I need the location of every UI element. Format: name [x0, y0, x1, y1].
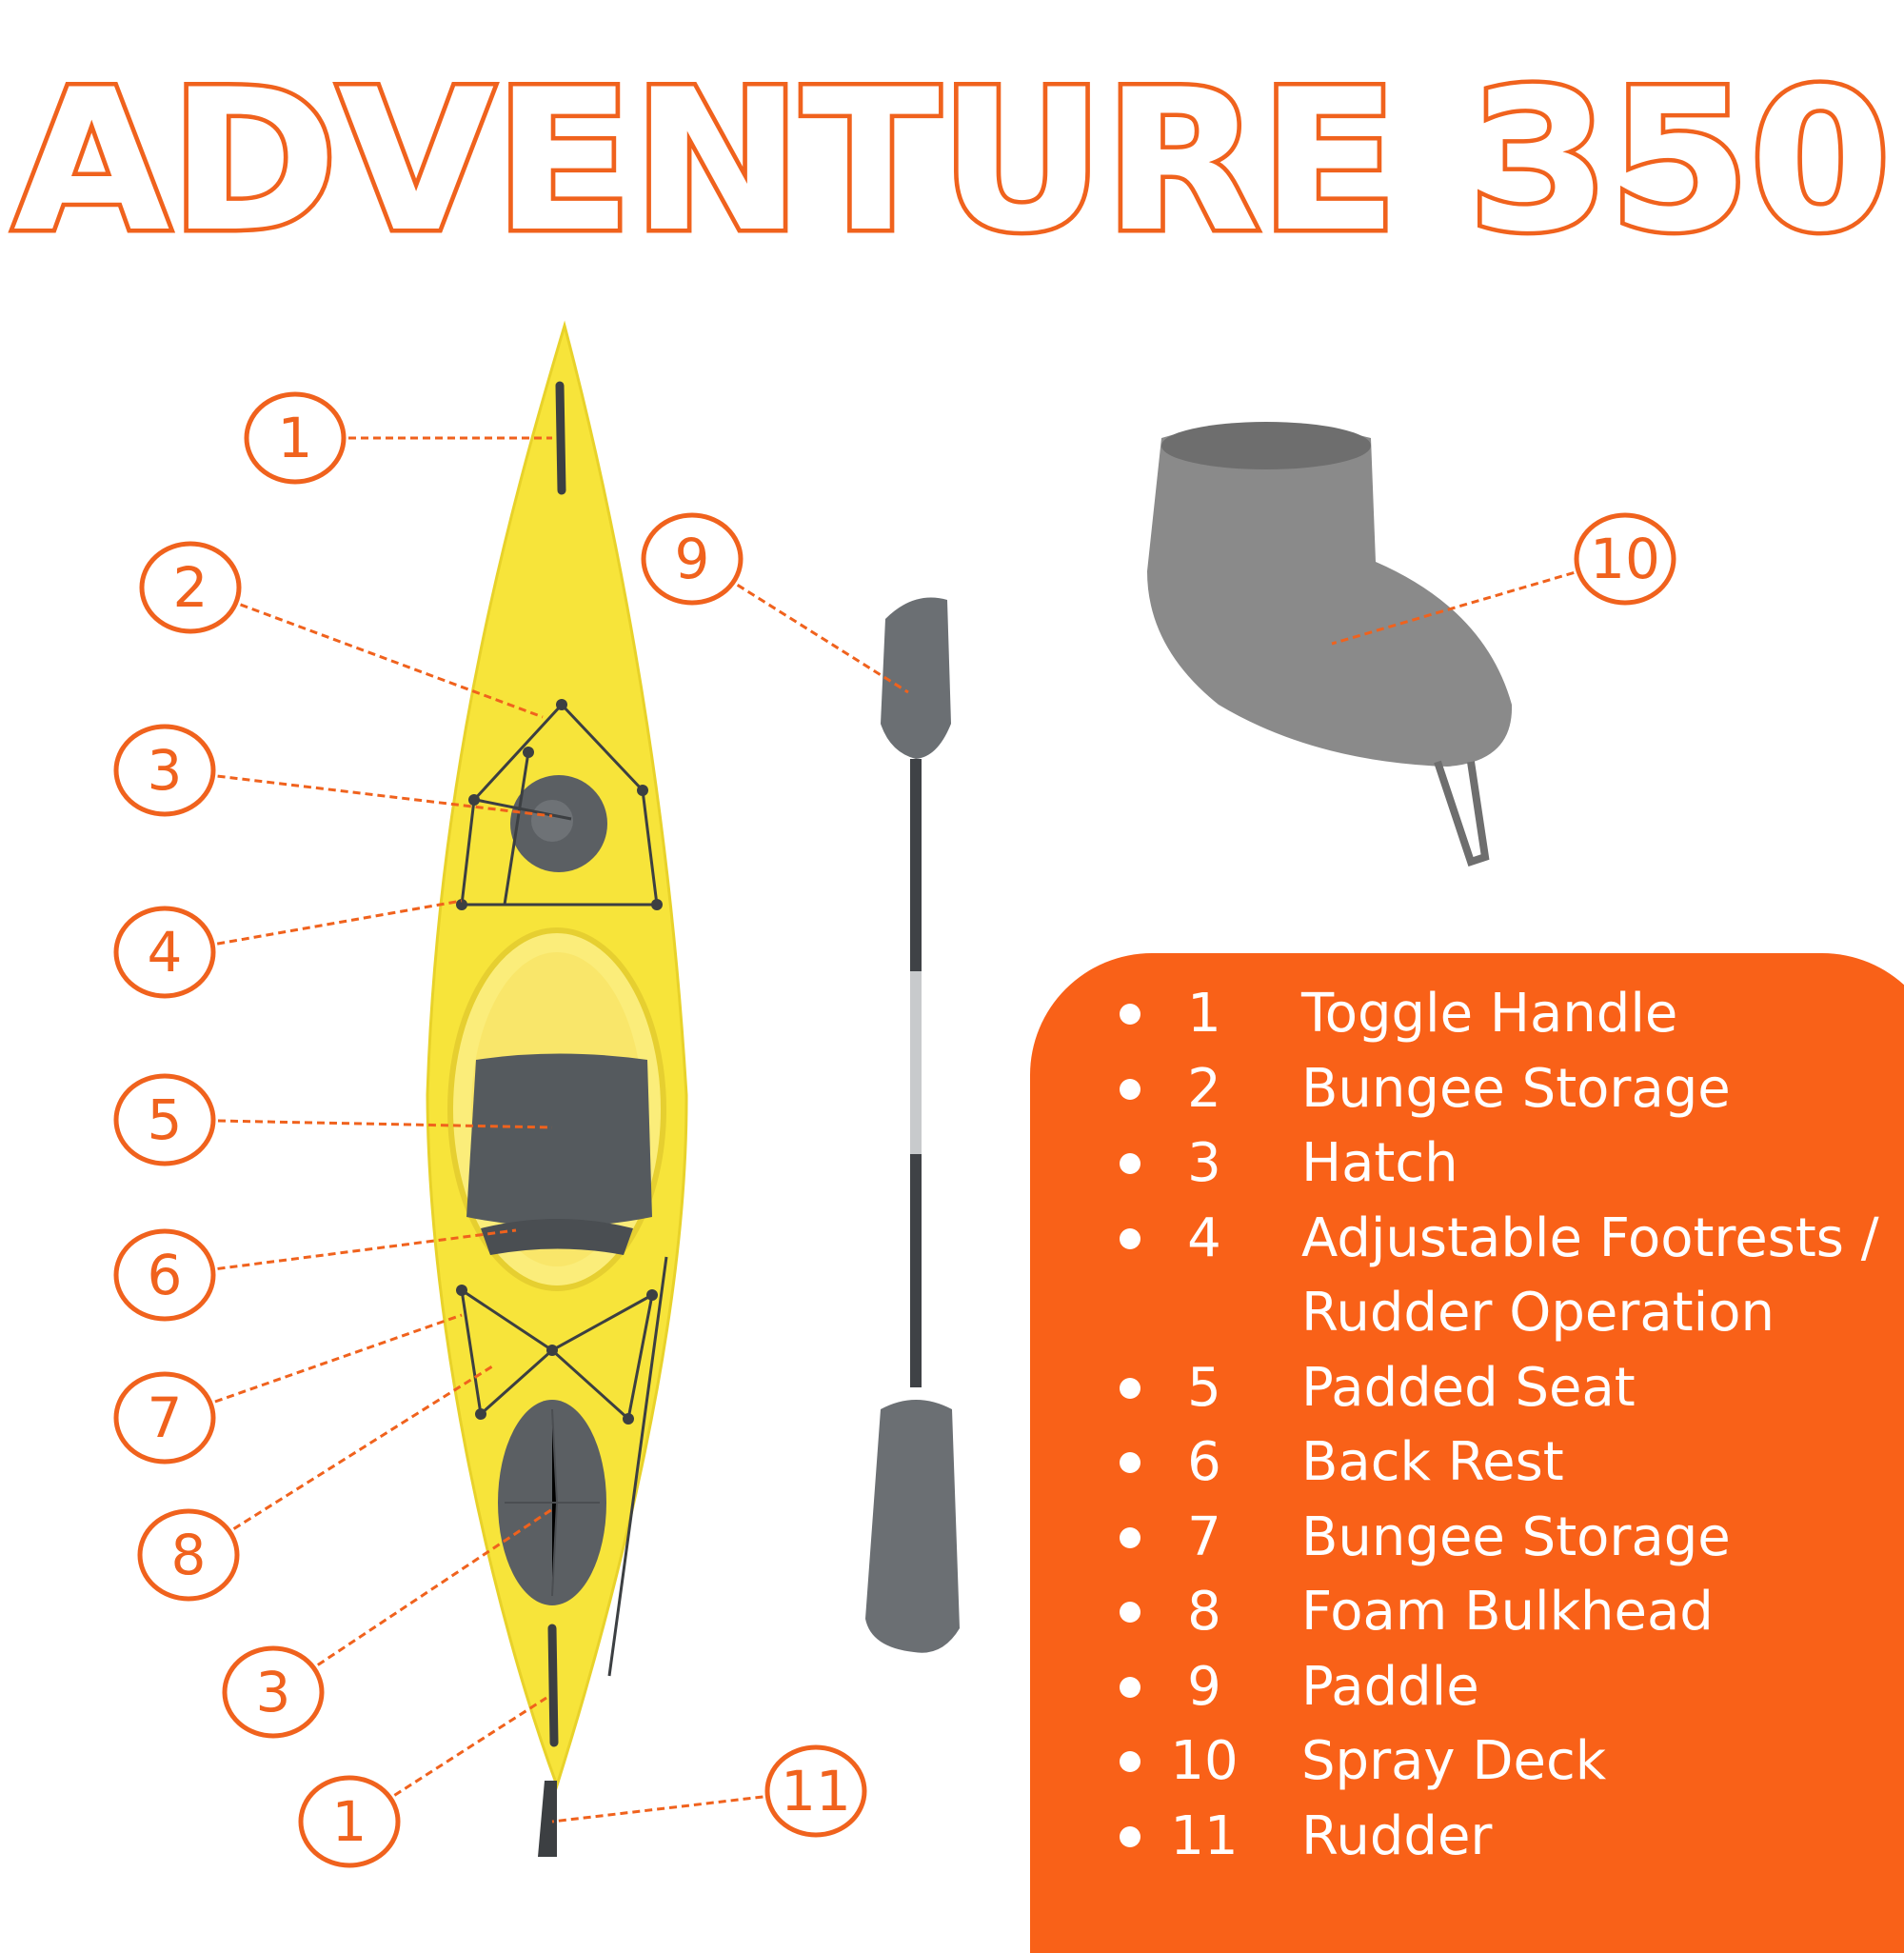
legend-item: 2 Bungee Storage — [1030, 1052, 1904, 1126]
legend-label: Foam Bulkhead — [1301, 1581, 1714, 1643]
callout-leader-line — [1331, 570, 1575, 646]
bullet-icon — [1120, 1751, 1140, 1772]
legend-label: Bungee Storage — [1301, 1505, 1731, 1568]
legend-label: Spray Deck — [1301, 1730, 1607, 1792]
callout-circle — [137, 1508, 240, 1602]
legend-number: 10 — [1170, 1730, 1239, 1792]
bullet-icon — [1120, 1377, 1140, 1399]
legend-label: Hatch — [1301, 1132, 1458, 1194]
callout-circle — [113, 1228, 216, 1322]
callout-circle — [1574, 512, 1676, 606]
callout-leader-line — [317, 1507, 553, 1666]
callout-leader-line — [240, 603, 544, 719]
callout-number: 10 — [1590, 527, 1660, 591]
legend-label: Back Rest — [1301, 1431, 1564, 1493]
legend-label: Bungee Storage — [1301, 1057, 1731, 1120]
bullet-icon — [1120, 1153, 1140, 1174]
callout-leader-line — [736, 584, 909, 694]
legend-number: 3 — [1187, 1132, 1221, 1194]
legend-item: 7 Bungee Storage — [1030, 1501, 1904, 1575]
bullet-icon — [1120, 1227, 1140, 1249]
legend-label: Toggle Handle — [1301, 983, 1678, 1045]
bullet-icon — [1120, 1004, 1140, 1025]
callout-circle — [298, 1775, 401, 1868]
kayak-image — [426, 320, 688, 1857]
callout-number: 3 — [148, 738, 183, 803]
callout-circle — [113, 1073, 216, 1166]
legend-label: Paddle — [1301, 1655, 1479, 1718]
legend-number: 9 — [1187, 1655, 1221, 1718]
callout-leader-line — [551, 1795, 764, 1823]
callout-number: 1 — [278, 406, 313, 470]
callout-leader-line — [232, 1365, 493, 1530]
callout-leader-line — [393, 1696, 547, 1797]
legend-number: 7 — [1187, 1505, 1221, 1568]
bullet-icon — [1120, 1452, 1140, 1473]
callout-number: 2 — [173, 555, 208, 620]
callout-leader-line — [217, 1228, 517, 1270]
legend-number: 6 — [1187, 1431, 1221, 1493]
legend-label: Padded Seat — [1301, 1356, 1636, 1419]
callout-number: 9 — [675, 527, 710, 591]
legend-label: Adjustable Footrests / — [1301, 1206, 1879, 1269]
title-text: ADVENTURE 350 — [13, 57, 1891, 257]
legend-item: 11 Rudder — [1030, 1800, 1904, 1874]
callout-circle — [113, 724, 216, 817]
bullet-icon — [1120, 1078, 1140, 1100]
legend-item: 8 Foam Bulkhead — [1030, 1575, 1904, 1649]
page-title: ADVENTURE 350 — [10, 57, 1895, 257]
callout-number: 5 — [148, 1087, 183, 1152]
callout-circle — [244, 391, 347, 485]
legend-item: 3 Hatch — [1030, 1126, 1904, 1201]
callout-circle — [113, 1371, 216, 1465]
callout-number: 8 — [171, 1523, 207, 1587]
bullet-icon — [1120, 1526, 1140, 1548]
legend-label: Rudder Operation — [1301, 1282, 1775, 1344]
bullet-icon — [1120, 1825, 1140, 1847]
legend-number: 5 — [1187, 1356, 1221, 1419]
callout-number: 3 — [256, 1660, 291, 1724]
callout-number: 11 — [781, 1759, 851, 1823]
callout-circle — [764, 1744, 867, 1838]
legend-item: 5 Padded Seat — [1030, 1351, 1904, 1425]
paddle-image — [865, 597, 960, 1653]
legend-item-continuation: Rudder Operation — [1030, 1276, 1904, 1350]
legend-item: 10 Spray Deck — [1030, 1724, 1904, 1799]
callout-number: 6 — [148, 1243, 183, 1307]
legend-label: Rudder — [1301, 1804, 1493, 1867]
bullet-icon — [1120, 1602, 1140, 1623]
legend-number: 4 — [1187, 1206, 1221, 1269]
callout-circle — [113, 906, 216, 999]
callout-circle — [641, 512, 744, 606]
callout-number: 4 — [148, 920, 183, 985]
legend-item: 1 Toggle Handle — [1030, 977, 1904, 1051]
spray-deck-image — [1147, 422, 1513, 867]
callout-leader-line — [216, 899, 463, 946]
callout-leader-line — [214, 1313, 463, 1404]
legend-item: 9 Paddle — [1030, 1650, 1904, 1724]
callout-leader-line — [217, 1119, 553, 1129]
legend-number: 11 — [1170, 1804, 1239, 1867]
legend-number: 1 — [1187, 983, 1221, 1045]
callout-number: 7 — [148, 1385, 183, 1450]
callout-number: 1 — [332, 1789, 367, 1854]
legend-number: 2 — [1187, 1057, 1221, 1120]
legend-item: 6 Back Rest — [1030, 1425, 1904, 1500]
legend-item: 4 Adjustable Footrests / — [1030, 1202, 1904, 1276]
legend-number: 8 — [1187, 1581, 1221, 1643]
bullet-icon — [1120, 1676, 1140, 1698]
callout-leader-line — [217, 774, 553, 818]
callout-circle — [139, 541, 242, 634]
callout-circle — [222, 1645, 325, 1739]
